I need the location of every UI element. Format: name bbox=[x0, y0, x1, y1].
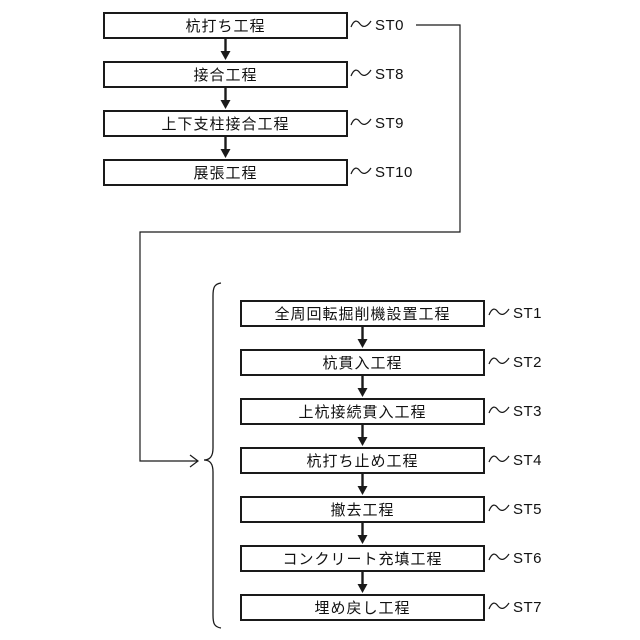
connector-line bbox=[139, 24, 461, 468]
process-box-st7: 埋め戻し工程 bbox=[240, 594, 485, 621]
ref-label-st5: ST5 bbox=[513, 501, 543, 518]
ref-label-st1: ST1 bbox=[513, 305, 543, 322]
reference-squiggle bbox=[488, 406, 510, 414]
process-box-st5: 撤去工程 bbox=[240, 496, 485, 523]
ref-label-st8: ST8 bbox=[375, 66, 405, 83]
process-box-st2: 杭貫入工程 bbox=[240, 349, 485, 376]
process-box-st8: 接合工程 bbox=[103, 61, 348, 88]
process-box-st0: 杭打ち工程 bbox=[103, 12, 348, 39]
process-box-st10: 展張工程 bbox=[103, 159, 348, 186]
reference-squiggle bbox=[350, 118, 372, 126]
ref-label-st3: ST3 bbox=[513, 403, 543, 420]
reference-squiggle bbox=[488, 553, 510, 561]
reference-squiggle bbox=[488, 455, 510, 463]
flow-arrow bbox=[220, 39, 231, 158]
ref-label-st4: ST4 bbox=[513, 452, 543, 469]
process-box-st1: 全周回転掘削機設置工程 bbox=[240, 300, 485, 327]
group-brace bbox=[203, 282, 222, 629]
ref-label-st6: ST6 bbox=[513, 550, 543, 567]
reference-squiggle bbox=[488, 504, 510, 512]
connector-arrowhead bbox=[189, 454, 199, 468]
process-box-st6: コンクリート充填工程 bbox=[240, 545, 485, 572]
process-box-st3: 上杭接続貫入工程 bbox=[240, 398, 485, 425]
reference-squiggle bbox=[350, 69, 372, 77]
ref-label-st2: ST2 bbox=[513, 354, 543, 371]
ref-label-st7: ST7 bbox=[513, 599, 543, 616]
ref-label-st9: ST9 bbox=[375, 115, 405, 132]
process-box-st9: 上下支柱接合工程 bbox=[103, 110, 348, 137]
flow-arrow bbox=[357, 327, 368, 593]
reference-squiggle bbox=[488, 602, 510, 610]
ref-label-st0: ST0 bbox=[375, 17, 405, 34]
process-box-st4: 杭打ち止め工程 bbox=[240, 447, 485, 474]
reference-squiggle bbox=[350, 20, 372, 28]
reference-squiggle bbox=[488, 357, 510, 365]
reference-squiggle bbox=[488, 308, 510, 316]
ref-label-st10: ST10 bbox=[375, 164, 413, 181]
reference-squiggle bbox=[350, 167, 372, 175]
